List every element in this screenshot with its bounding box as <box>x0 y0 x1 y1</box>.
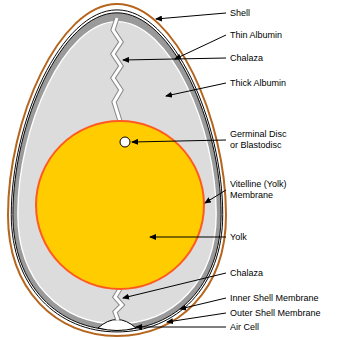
leader-line <box>167 313 226 322</box>
part-label: Yolk <box>230 232 247 243</box>
part-label: Chalaza <box>230 53 263 64</box>
part-label: Vitelline (Yolk) Membrane <box>230 179 302 201</box>
chalaza-outline <box>115 289 122 320</box>
shell <box>8 4 226 336</box>
yolk <box>36 121 204 289</box>
leader-line <box>136 327 226 328</box>
leader-line <box>132 140 226 142</box>
part-label: Chalaza <box>230 268 263 279</box>
part-label: Germinal Disc or Blastodisc <box>230 129 294 151</box>
leader-line <box>205 190 226 203</box>
leader-line <box>180 298 226 309</box>
inner-shell-membrane <box>13 13 221 330</box>
part-label: Shell <box>230 8 250 19</box>
part-label: Thick Albumin <box>230 78 286 89</box>
leader-line <box>166 83 226 96</box>
leader-line <box>175 35 226 59</box>
germinal-disc <box>120 137 130 147</box>
leader-line <box>150 237 226 238</box>
part-label: Thin Albumin <box>230 30 282 41</box>
leader-line <box>123 58 226 60</box>
chalaza <box>113 18 121 121</box>
thick-albumin <box>18 22 216 324</box>
leader-line <box>123 273 226 298</box>
chalaza-outline <box>113 18 121 121</box>
part-label: Air Cell <box>230 322 259 333</box>
part-label: Inner Shell Membrane <box>230 293 319 304</box>
part-label: Outer Shell Membrane <box>230 308 321 319</box>
chalaza <box>115 289 122 320</box>
air-cell <box>98 320 136 331</box>
leader-line <box>156 13 226 19</box>
